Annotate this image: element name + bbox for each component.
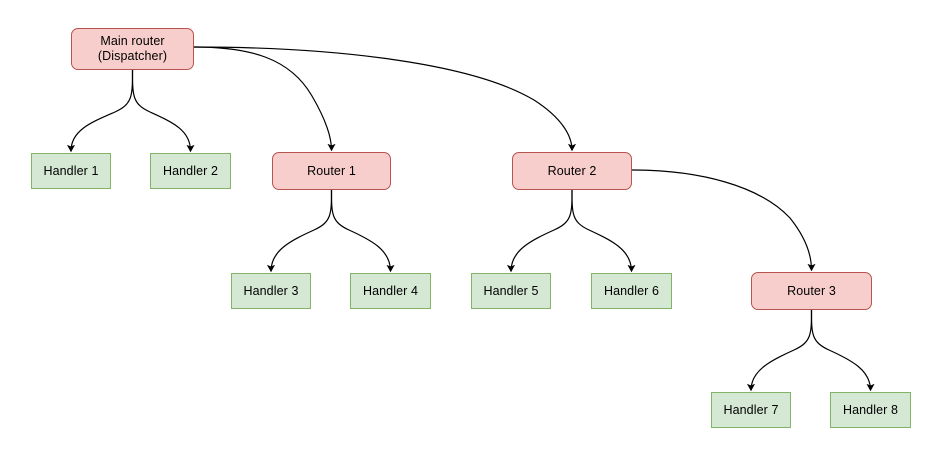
- node-label-handler6: Handler 6: [603, 283, 660, 298]
- node-label-handler1: Handler 1: [43, 163, 99, 178]
- node-router2[interactable]: Router 2: [512, 152, 632, 190]
- edge-router1-to-handler3: [266, 189, 333, 273]
- edge-router2-to-handler6: [571, 189, 636, 273]
- node-label-router3: Router 3: [787, 283, 836, 298]
- node-handler6[interactable]: Handler 6: [591, 273, 672, 309]
- edge-group: [66, 46, 875, 392]
- edge-router3-to-handler7: [746, 309, 813, 392]
- node-handler5[interactable]: Handler 5: [471, 273, 551, 309]
- node-handler8[interactable]: Handler 8: [830, 392, 911, 428]
- node-handler1[interactable]: Handler 1: [31, 153, 111, 189]
- edge-router3-to-handler8: [810, 309, 875, 392]
- node-router1[interactable]: Router 1: [272, 152, 391, 190]
- node-label-handler3: Handler 3: [243, 283, 299, 298]
- node-label-handler4: Handler 4: [362, 283, 419, 298]
- edge-router2-to-router3: [631, 169, 816, 272]
- node-label-handler5: Handler 5: [483, 283, 539, 298]
- edge-main-to-handler1: [66, 69, 134, 153]
- node-label-handler2: Handler 2: [162, 163, 219, 178]
- node-handler7[interactable]: Handler 7: [711, 392, 791, 428]
- node-router3[interactable]: Router 3: [751, 272, 872, 310]
- edge-router2-to-handler5: [506, 189, 573, 273]
- edge-main-to-router2: [193, 46, 577, 152]
- node-label-handler7: Handler 7: [723, 402, 779, 417]
- edge-main-to-handler2: [131, 69, 195, 153]
- node-main[interactable]: Main router (Dispatcher): [71, 28, 194, 70]
- node-label-router2: Router 2: [547, 163, 597, 178]
- node-handler2[interactable]: Handler 2: [150, 153, 231, 189]
- node-label-router1: Router 1: [307, 163, 356, 178]
- node-label-handler8: Handler 8: [842, 402, 899, 417]
- node-handler4[interactable]: Handler 4: [350, 273, 431, 309]
- edge-router1-to-handler4: [330, 189, 395, 273]
- node-label-main: Main router (Dispatcher): [97, 34, 168, 63]
- edge-main-to-router1: [193, 46, 336, 152]
- node-handler3[interactable]: Handler 3: [231, 273, 311, 309]
